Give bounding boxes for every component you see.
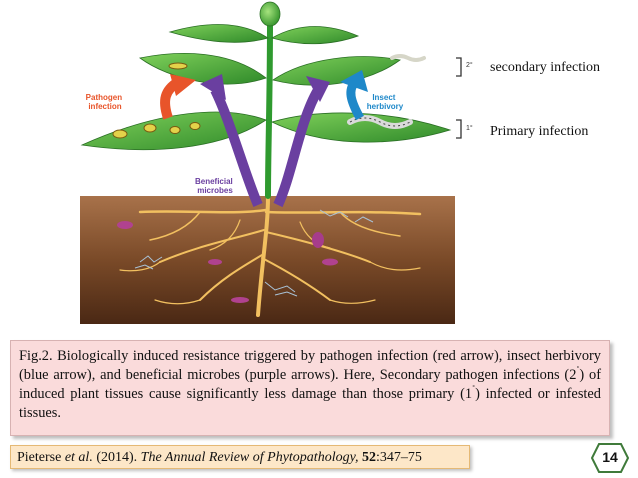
insect-arrow [340,70,368,121]
plant-bud [259,1,281,27]
primary-infection-label: Primary infection [490,124,588,139]
citation-year: (2014). [92,450,141,465]
secondary-infection-label: secondary infection [490,60,600,75]
pathogen-arrow [160,74,196,120]
secondary-mark: 2° [466,61,473,69]
citation-pages: :347–75 [376,450,422,465]
caption-degree-2: ˚ [472,384,476,395]
citation: Pieterse et al. (2014). The Annual Revie… [10,445,470,469]
caption-lead: Fig.2. Biologically induced resistance t… [19,348,601,383]
page-number: 14 [602,449,618,465]
leaves [80,24,452,151]
secondary-bracket: 2° secondary infection [456,57,600,77]
insect-label: Insect herbivory [367,93,404,111]
citation-authors: Pieterse [17,450,65,465]
caterpillars [347,54,426,129]
caption-tail: ) infected or infested tissues. [19,386,602,421]
caption-middle: ) of induced plant tissues cause signifi… [19,367,601,402]
caption-degree-1: ˚ [576,365,580,376]
figure-caption: Fig.2. Biologically induced resistance t… [10,340,610,436]
plant-stem [265,17,273,199]
pathogen-label: Pathogen infection [86,93,125,111]
microbe-arrows [200,74,330,208]
citation-etal: et al. [64,450,93,465]
citation-journal: The Annual Review of Phytopathology, [140,450,359,465]
page-number-badge: 14 [591,443,629,473]
microbes-label: Beneficial microbes [195,177,235,195]
infection-spots [112,62,201,139]
primary-mark: 1° [466,124,473,132]
citation-volume: 52 [358,450,377,465]
root-microbes [117,209,374,303]
roots [119,194,422,317]
badge-shape [591,443,629,473]
primary-bracket: 1° Primary infection [456,119,588,139]
plant-resistance-diagram: Pathogen infection Insect herbivory Bene… [80,1,600,324]
